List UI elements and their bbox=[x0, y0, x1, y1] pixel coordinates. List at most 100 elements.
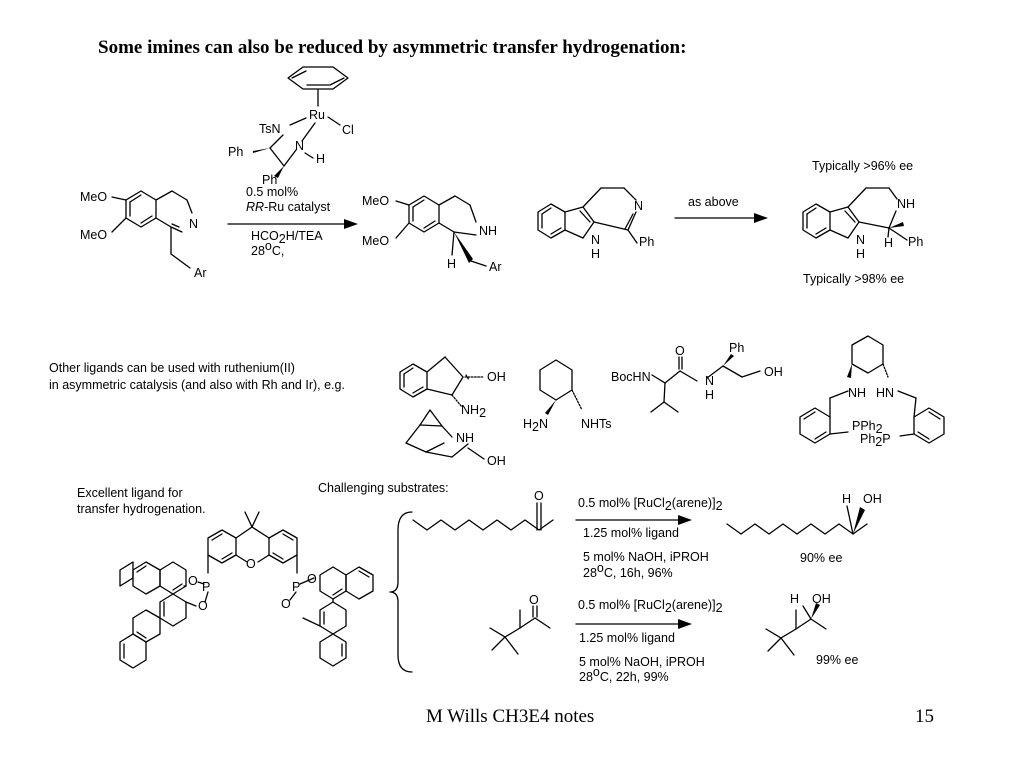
dihydro-beta-carboline-starting-material: N N H Ph bbox=[537, 187, 654, 261]
reaction2-arrow bbox=[674, 213, 768, 223]
octan-2-ol-product: H OH bbox=[726, 492, 882, 535]
substrates-caption: Challenging substrates: bbox=[318, 481, 449, 495]
r2-condition-1: 0.5 mol% [RuCl2(arene)]2 bbox=[578, 598, 723, 615]
ligands-caption-line1: Other ligands can be used with ruthenium… bbox=[49, 361, 295, 375]
sm-aryl-ar: Ar bbox=[194, 266, 207, 280]
valine-bochn: BocHN bbox=[611, 370, 651, 384]
sm-methoxy-top: MeO bbox=[80, 190, 107, 204]
reaction1-arrow bbox=[227, 219, 358, 229]
valine-ph: Ph bbox=[729, 341, 744, 355]
carboline-sm-imine-n: N bbox=[634, 199, 643, 213]
cyhex-h2n: H2N bbox=[523, 417, 548, 434]
catalyst-tsn-label: TsN bbox=[259, 122, 281, 136]
reaction1-temperature: 28oC, bbox=[251, 239, 284, 258]
reaction2-ee-top: Typically >96% ee bbox=[812, 159, 913, 173]
pr-amine-nh: NH bbox=[479, 224, 497, 238]
pnnp-pph2: PPh2 bbox=[852, 419, 883, 436]
aminoindanol-nh2: NH2 bbox=[461, 403, 486, 420]
carboline-sm-indole-h: H bbox=[591, 247, 600, 261]
catalyst-ph-left-label: Ph bbox=[228, 145, 243, 159]
r1-ee: 90% ee bbox=[800, 551, 842, 565]
sm-imine-n: N bbox=[189, 217, 198, 231]
azabicyclic-nh: NH bbox=[456, 431, 474, 445]
xanthene-o-center: O bbox=[246, 557, 256, 571]
valine-amide-n: N bbox=[705, 374, 714, 388]
r2-condition-4: 28oC, 22h, 99% bbox=[579, 665, 669, 684]
r1-condition-1: 0.5 mol% [RuCl2(arene)]2 bbox=[578, 496, 723, 513]
catalyst-cl-label: Cl bbox=[342, 123, 354, 137]
sm-methoxy-bottom: MeO bbox=[80, 228, 107, 242]
xanthene-p-left: P bbox=[202, 580, 210, 594]
octanol-oh: OH bbox=[863, 492, 882, 506]
r2-ee: 99% ee bbox=[816, 653, 858, 667]
phosphite-o-3: O bbox=[307, 572, 317, 586]
pinacolyl-h: H bbox=[790, 592, 799, 606]
pinacolyl-oh: OH bbox=[812, 592, 831, 606]
pinacolone-substrate: O bbox=[489, 593, 551, 655]
r1-condition-3: 5 mol% NaOH, iPROH bbox=[583, 550, 709, 564]
tetrahydro-beta-carboline-product: NH N H H Ph bbox=[802, 187, 923, 261]
reaction2-arrow-label: as above bbox=[688, 195, 739, 209]
carboline-pr-amine-nh: NH bbox=[897, 197, 915, 211]
reaction1-reagent: HCO2H/TEA bbox=[251, 229, 323, 246]
catalyst-h-label: H bbox=[316, 152, 325, 166]
pr-stereo-h: H bbox=[447, 257, 456, 271]
phosphite-o-2: O bbox=[198, 599, 208, 613]
reaction2-ee-bottom: Typically >98% ee bbox=[803, 272, 904, 286]
catalyst-name: RR-Ru catalyst bbox=[246, 200, 331, 214]
carboline-pr-ph: Ph bbox=[908, 235, 923, 249]
pinacolone-carbonyl-o: O bbox=[529, 593, 539, 607]
xanthene-caption-line2: transfer hydrogenation. bbox=[77, 502, 206, 516]
pr-methoxy-top: MeO bbox=[362, 194, 389, 208]
azabicyclic-aminoalcohol-ligand: NH OH bbox=[405, 409, 506, 468]
octanol-h: H bbox=[842, 492, 851, 506]
cyhex-nhts: NHTs bbox=[581, 417, 612, 431]
tsdpen-cyclohexane-ligand: H2N NHTs bbox=[523, 359, 612, 434]
r2-arrow bbox=[575, 619, 692, 629]
catalyst-loading: 0.5 mol% bbox=[246, 185, 298, 199]
r1-condition-4: 28oC, 16h, 96% bbox=[583, 561, 673, 580]
pr-methoxy-bottom: MeO bbox=[362, 234, 389, 248]
carboline-pr-stereo-h: H bbox=[884, 236, 893, 250]
pnnp-nh-left: NH bbox=[848, 386, 866, 400]
carboline-pr-indole-n: N bbox=[856, 233, 865, 247]
r2-condition-2: 1.25 mol% ligand bbox=[579, 631, 675, 645]
catalyst-ph-bottom-label: Ph bbox=[262, 173, 277, 187]
ligands-caption-line2: in asymmetric catalysis (and also with R… bbox=[49, 378, 345, 392]
xanthene-caption-line1: Excellent ligand for bbox=[77, 486, 183, 500]
carboline-sm-ph: Ph bbox=[639, 235, 654, 249]
pnnp-ph2p: Ph2P bbox=[860, 432, 891, 449]
valine-carbonyl-o: O bbox=[675, 344, 685, 358]
footer-page-number: 15 bbox=[915, 706, 934, 727]
valine-oh: OH bbox=[764, 365, 783, 379]
pinacolyl-alcohol-product: H OH bbox=[765, 592, 831, 656]
aminoindanol-oh: OH bbox=[487, 370, 506, 384]
r1-arrow bbox=[575, 515, 692, 525]
slide-title: Some imines can also be reduced by asymm… bbox=[98, 37, 687, 58]
ru-catalyst-structure: TsN Ru Cl Ph N H Ph bbox=[228, 66, 354, 187]
azabicyclic-oh: OH bbox=[487, 454, 506, 468]
valine-amide-h: H bbox=[705, 388, 714, 402]
octan-2-one-substrate: O bbox=[412, 489, 554, 531]
r1-condition-2: 1.25 mol% ligand bbox=[583, 526, 679, 540]
aminoindanol-ligand: OH NH2 bbox=[399, 356, 506, 420]
valine-amide-ligand: BocHN O Ph N H OH bbox=[611, 341, 783, 413]
phosphite-o-4: O bbox=[281, 597, 291, 611]
xanthene-p-right: P bbox=[292, 580, 300, 594]
pnnp-diamine-diphosphine-ligand: NH HN PPh2 Ph2P bbox=[799, 335, 945, 449]
pr-aryl-ar: Ar bbox=[489, 260, 502, 274]
r2-condition-3: 5 mol% NaOH, iPROH bbox=[579, 655, 705, 669]
footer-course-label: M Wills CH3E4 notes bbox=[426, 706, 595, 727]
pnnp-hn-right: HN bbox=[876, 386, 894, 400]
phosphite-o-1: O bbox=[188, 574, 198, 588]
octanone-carbonyl-o: O bbox=[534, 489, 544, 503]
substrates-brace bbox=[389, 511, 413, 673]
catalyst-n-label: N bbox=[295, 139, 304, 153]
tetrahydroisoquinoline-product: MeO MeO NH H Ar bbox=[362, 194, 502, 274]
carboline-sm-indole-n: N bbox=[591, 233, 600, 247]
catalyst-ru-label: Ru bbox=[309, 108, 325, 122]
dihydroisoquinoline-starting-material: MeO MeO N Ar bbox=[80, 190, 207, 280]
carboline-pr-indole-h: H bbox=[856, 247, 865, 261]
